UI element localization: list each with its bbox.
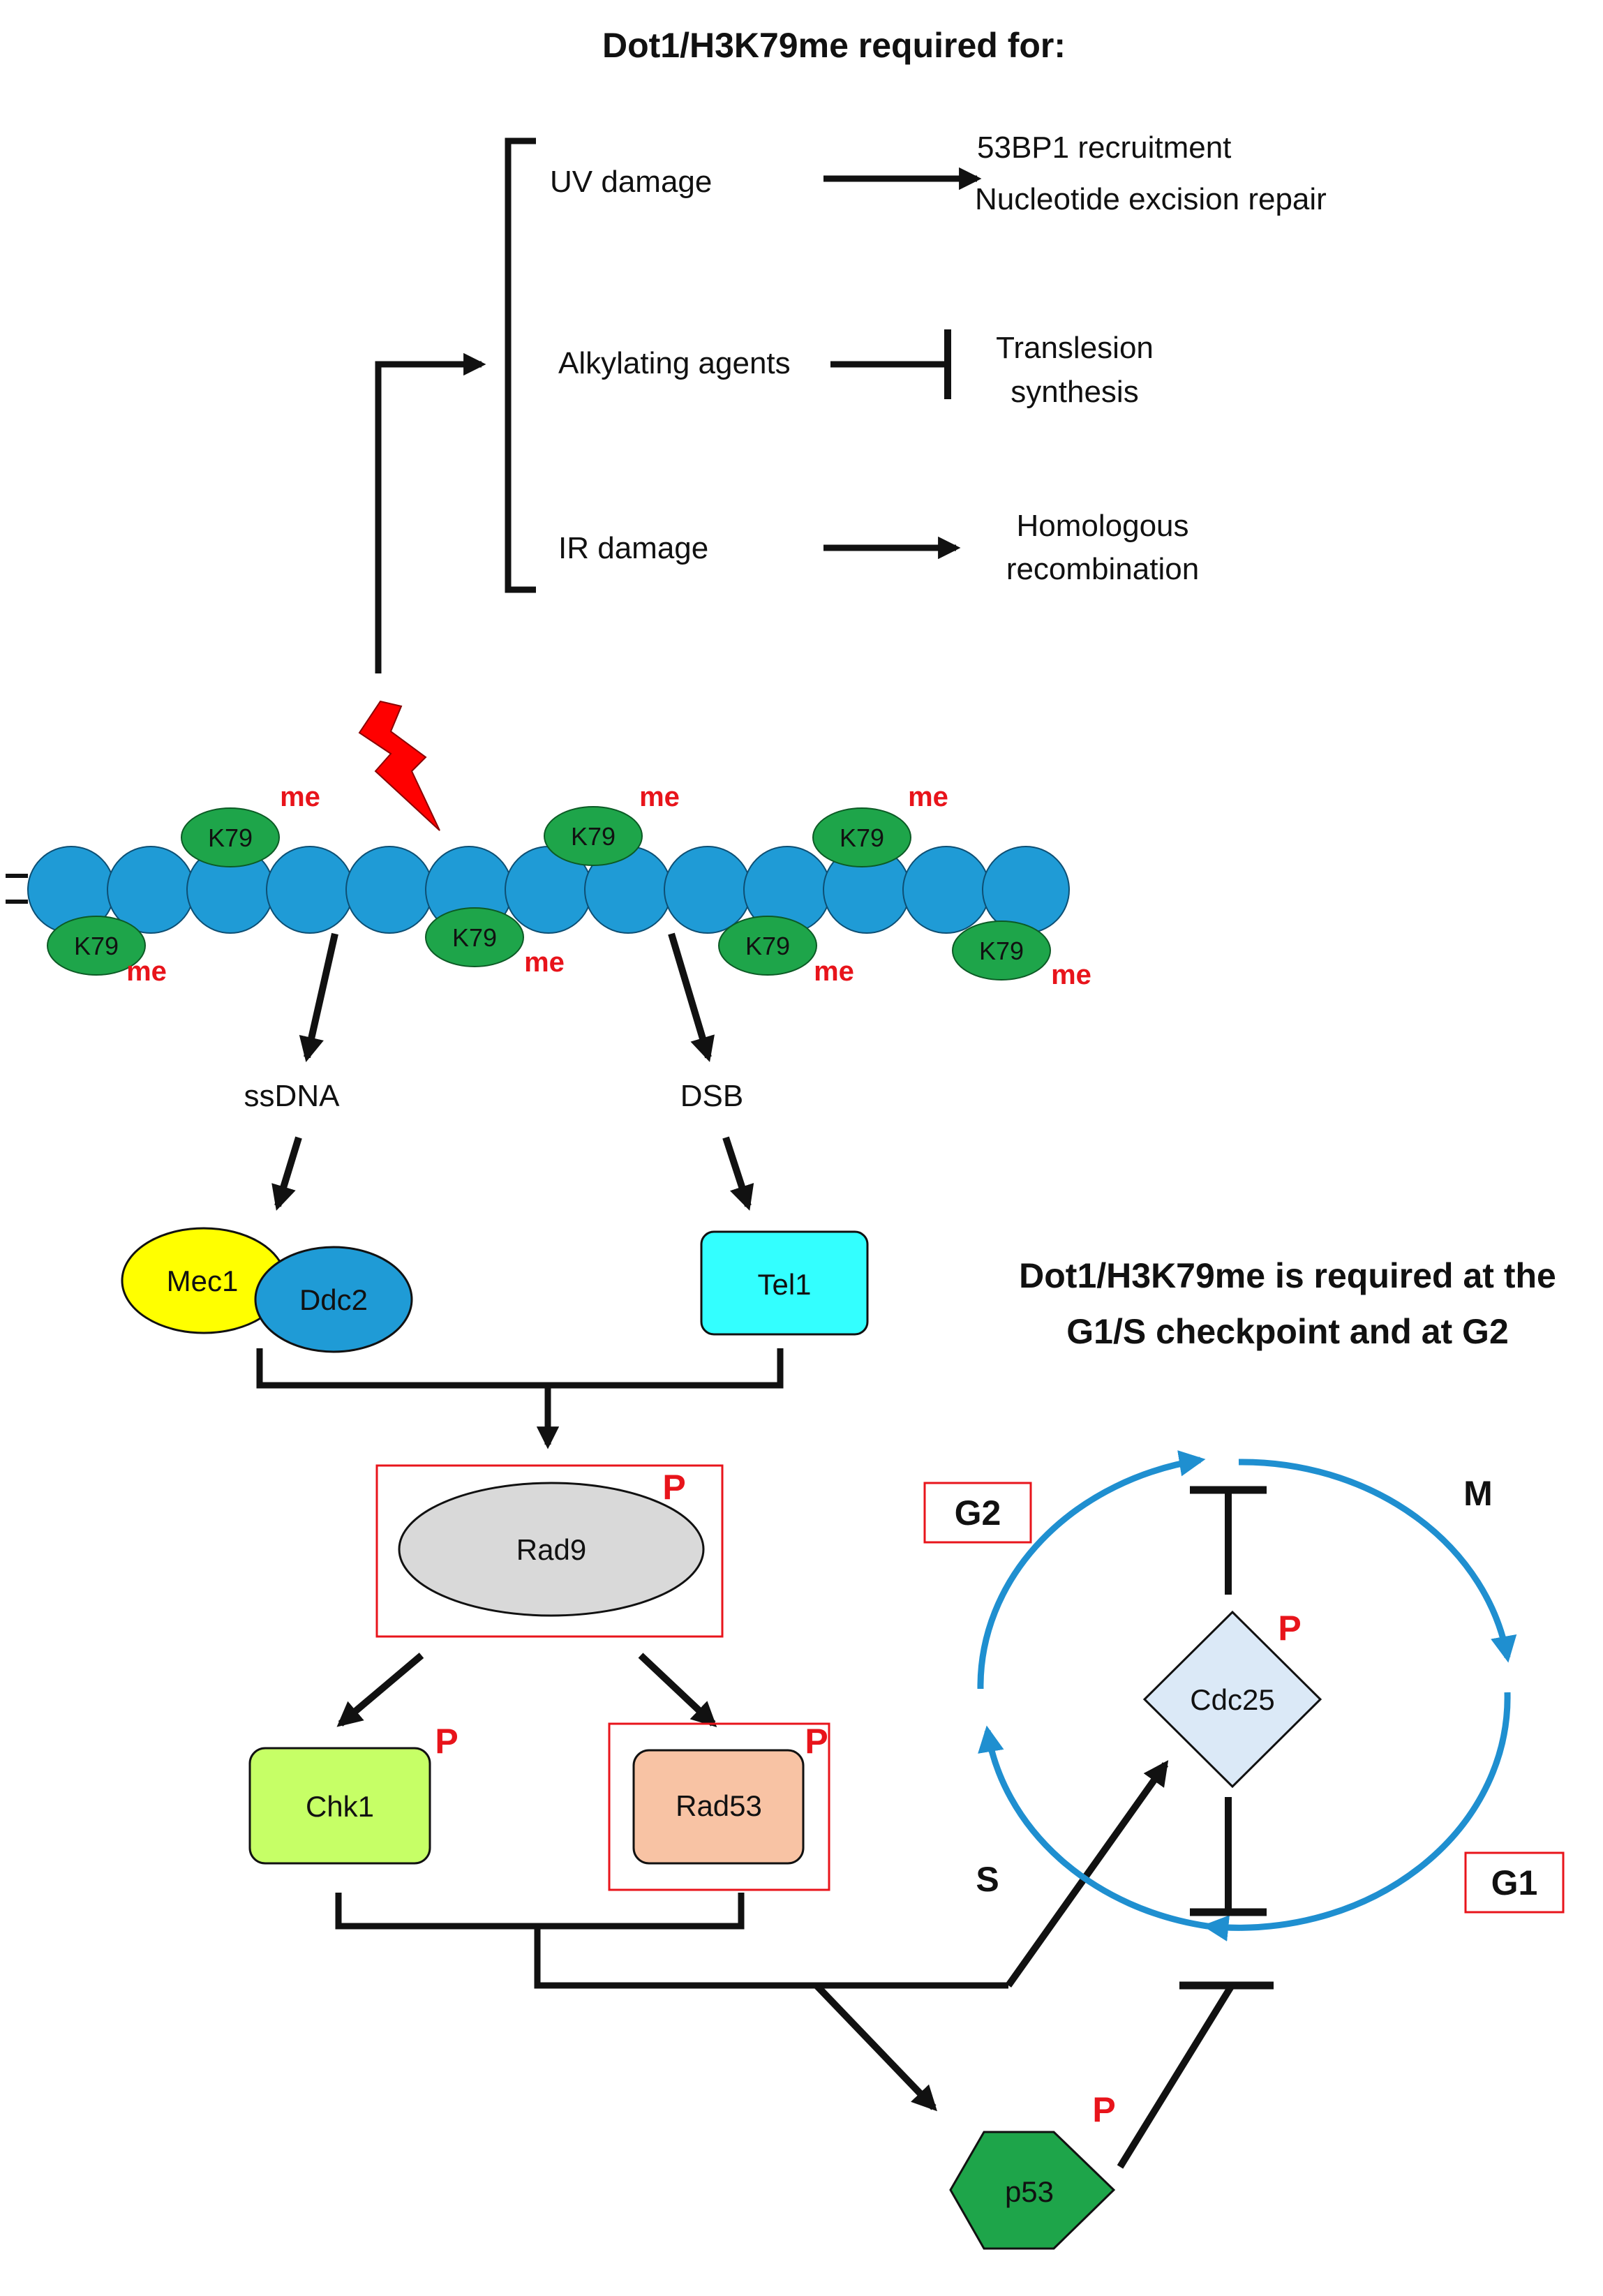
checkpoint-title-line1: Dot1/H3K79me is required at the	[1019, 1256, 1556, 1295]
ssdna-to-mec1-arrow	[271, 1136, 302, 1211]
chk1-phospho-mark: P	[435, 1722, 458, 1761]
chk1-label: Chk1	[306, 1790, 374, 1823]
p53-phospho-mark: P	[1092, 2090, 1115, 2129]
k79-label: K79	[979, 937, 1024, 965]
k79-label: K79	[840, 823, 884, 852]
cdc25-node	[1142, 1610, 1322, 1789]
cell-cycle	[977, 1450, 1517, 1941]
k79-oval	[181, 807, 280, 867]
cell-cycle-arc-g1	[1202, 1692, 1511, 1941]
methyl-mark: me	[280, 782, 320, 812]
nucleosome	[664, 846, 752, 934]
alkylating-outcome-line2: synthesis	[1011, 375, 1138, 409]
k79-oval	[544, 806, 643, 866]
rad9-label: Rad9	[516, 1533, 586, 1566]
g1-phase-box	[1464, 1851, 1565, 1914]
cell-cycle-arc-s	[978, 1725, 1208, 1930]
chk1-node	[248, 1747, 431, 1865]
dsb-to-tel1-arrow	[722, 1136, 754, 1211]
uv-outcome-line1: 53BP1 recruitment	[977, 131, 1231, 165]
rad53-node	[632, 1749, 805, 1865]
cell-cycle-arc-g2	[977, 1450, 1206, 1690]
lightning-bolt-icon	[358, 700, 440, 831]
chromatin-to-ssdna-arrow	[299, 932, 338, 1063]
methyl-mark: me	[639, 782, 680, 812]
p53-label: p53	[1005, 2175, 1054, 2208]
ssdna-label: ssDNA	[244, 1079, 341, 1113]
rad53-label: Rad53	[676, 1789, 762, 1822]
k79-oval	[812, 807, 911, 867]
g1-phase-label: G1	[1491, 1863, 1538, 1902]
k79-oval	[425, 907, 524, 967]
uv-damage-label: UV damage	[550, 165, 712, 199]
effectors-to-cdc25-arrow	[1005, 1760, 1169, 1988]
ddc2-node	[254, 1246, 413, 1353]
p53-inhibition-line	[1117, 1983, 1235, 2169]
k79-label: K79	[74, 932, 119, 960]
ir-damage-label: IR damage	[558, 531, 708, 565]
cell-cycle-arc-m	[1238, 1459, 1517, 1663]
p53-node	[949, 2131, 1116, 2250]
g2-phase-label: G2	[955, 1493, 1001, 1533]
uv-outcome-line2: Nucleotide excision repair	[975, 182, 1327, 216]
rad9-phospho-box	[375, 1464, 724, 1638]
effectors-to-p53-arrow	[814, 1983, 937, 2112]
nucleosome	[902, 846, 990, 934]
cdc25-phospho-mark: P	[1278, 1609, 1301, 1648]
rad53-phospho-mark: P	[805, 1722, 828, 1761]
rad9-to-rad53-arrow	[638, 1653, 717, 1727]
k79-oval	[47, 916, 146, 976]
cdc25-label: Cdc25	[1190, 1683, 1274, 1716]
m-phase-label: M	[1463, 1474, 1493, 1513]
mec1-label: Mec1	[167, 1265, 239, 1297]
nucleosome	[982, 846, 1070, 934]
effector-convergence-bracket	[335, 1893, 745, 1930]
methyl-mark: me	[814, 956, 854, 987]
s-phase-label: S	[976, 1860, 999, 1899]
effector-output-line	[534, 1926, 1008, 1989]
k79-label: K79	[208, 823, 253, 852]
checkpoint-title-line2: G1/S checkpoint and at G2	[1066, 1312, 1509, 1351]
ir-outcome-line1: Homologous	[1016, 509, 1188, 543]
rad53-phospho-box	[608, 1722, 830, 1891]
k79-label: K79	[745, 932, 790, 960]
tel1-node	[700, 1230, 869, 1336]
k79-label: K79	[452, 923, 497, 952]
rad9-phospho-mark: P	[662, 1468, 685, 1507]
g2-phase-box	[923, 1482, 1032, 1544]
dsb-label: DSB	[680, 1079, 743, 1113]
methyl-mark: me	[908, 782, 948, 812]
title-top: Dot1/H3K79me required for:	[602, 26, 1066, 65]
alkylating-agents-label: Alkylating agents	[558, 346, 791, 380]
nucleosome	[266, 846, 354, 934]
k79-oval	[718, 916, 817, 976]
chromatin-to-dsb-arrow	[668, 932, 715, 1062]
alkylating-outcome-line1: Translesion	[996, 331, 1154, 365]
k79-oval	[952, 920, 1051, 981]
rad9-node	[398, 1482, 705, 1617]
chromatin-to-damage-arrow	[375, 352, 486, 673]
rad9-to-chk1-arrow	[336, 1653, 424, 1727]
k79-label: K79	[571, 822, 616, 851]
tel1-label: Tel1	[757, 1268, 811, 1301]
methyl-mark: me	[524, 947, 565, 978]
methyl-mark: me	[1051, 960, 1091, 990]
ddc2-label: Ddc2	[299, 1283, 368, 1316]
methyl-mark: me	[126, 956, 167, 987]
nucleosome	[345, 846, 433, 934]
kinase-convergence-bracket	[256, 1348, 784, 1389]
ir-outcome-line2: recombination	[1006, 552, 1199, 586]
damage-bracket	[505, 137, 536, 593]
nucleosome-row	[27, 846, 1070, 934]
